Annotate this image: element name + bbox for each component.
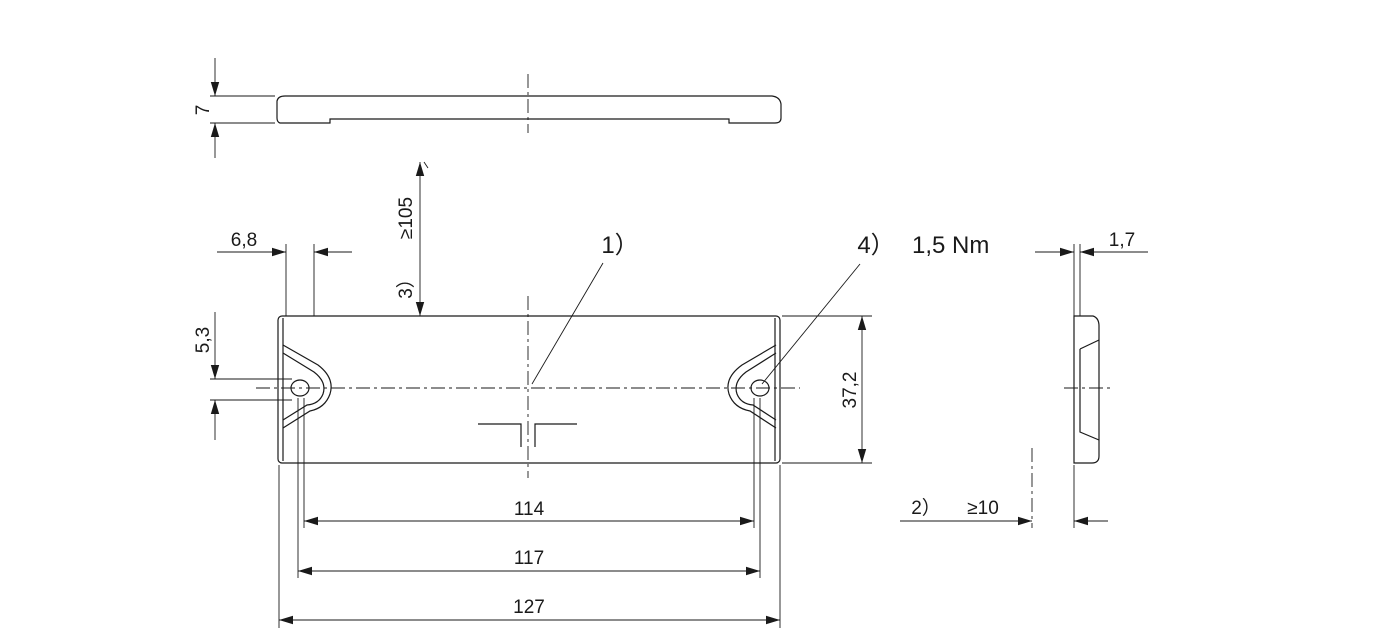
dim-127-label: 127 bbox=[513, 597, 545, 618]
dim-clearance-top-label: ≥105 bbox=[396, 197, 417, 239]
dim-thickness-label: 7 bbox=[193, 105, 214, 116]
dim-clearance-top bbox=[415, 161, 429, 316]
dim-hole-offset-label: 6,8 bbox=[231, 230, 257, 251]
dim-hole-diameter-label: 5,3 bbox=[193, 327, 214, 353]
top-edge-view bbox=[210, 58, 782, 158]
callout-center-leader bbox=[531, 262, 604, 385]
callout-screw-label: 4） bbox=[857, 232, 894, 259]
callout-center-label: 1） bbox=[601, 232, 638, 259]
dim-114-label: 114 bbox=[514, 499, 545, 520]
dim-hole-diameter bbox=[210, 312, 292, 440]
dim-clearance-top-note: 3） bbox=[395, 269, 417, 299]
callout-torque-label: 1,5 Nm bbox=[912, 232, 989, 259]
dim-clearance-side-note: 2） bbox=[911, 497, 941, 519]
dim-117-label: 117 bbox=[514, 548, 544, 569]
front-view-plate bbox=[256, 296, 800, 478]
dim-height bbox=[782, 315, 872, 464]
dim-clearance-side-label: ≥10 bbox=[967, 498, 999, 519]
dim-hole-offset bbox=[217, 244, 352, 316]
dim-side-thickness-label: 1,7 bbox=[1109, 230, 1135, 251]
dim-bottom-extension-lines bbox=[278, 398, 781, 628]
dim-height-label: 37,2 bbox=[840, 372, 861, 409]
callout-screw-leader bbox=[761, 263, 861, 385]
side-view bbox=[1035, 244, 1148, 464]
dim-clearance-side bbox=[900, 448, 1108, 528]
